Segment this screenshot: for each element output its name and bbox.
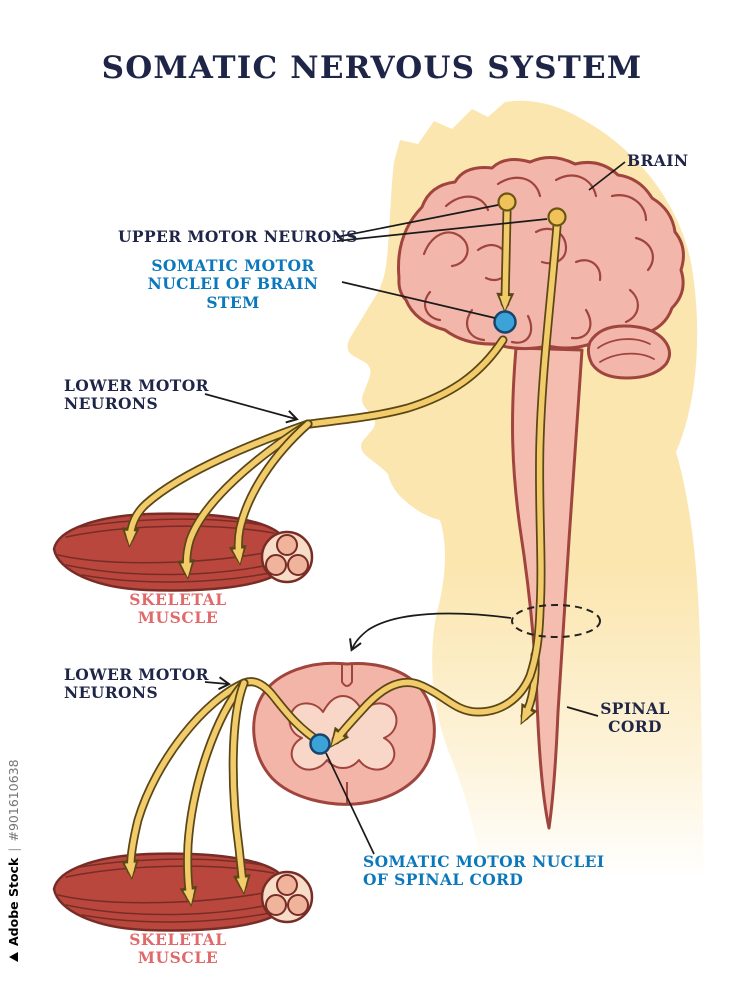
label-spinal-cord: SPINAL CORD xyxy=(600,699,670,737)
spinal-cord-nucleus-dot xyxy=(309,733,331,755)
brain-pointer-line xyxy=(588,161,626,191)
upper-motor-pointer-line-2 xyxy=(336,218,548,242)
spinal-cord-pointer-line xyxy=(566,706,599,717)
watermark: Adobe Stock | #901610638 xyxy=(6,759,21,962)
page-title: SOMATIC NERVOUS SYSTEM xyxy=(101,50,643,86)
brainstem-nuclei-pointer-line xyxy=(341,281,496,319)
cerebellum xyxy=(586,324,671,380)
upper-motor-neuron-soma-1 xyxy=(497,192,517,212)
upper-motor-pointer-line-1 xyxy=(336,204,499,238)
watermark-brand: Adobe Stock xyxy=(6,857,21,946)
watermark-separator: | xyxy=(6,847,21,852)
upper-motor-neuron-soma-2 xyxy=(547,207,567,227)
upper-motor-axon-a xyxy=(505,212,507,303)
skeletal-muscle-lower-illustration xyxy=(52,852,314,932)
spinal-nuclei-pointer-line xyxy=(325,752,375,855)
label-upper-motor-neurons: UPPER MOTOR NEURONS xyxy=(118,227,358,246)
adobe-stock-logo-icon xyxy=(9,952,18,962)
label-skeletal-muscle-lower: SKELETAL MUSCLE xyxy=(129,930,227,968)
label-pointer-lines xyxy=(204,161,626,855)
brain-outline xyxy=(396,156,685,351)
cut-level-arrow xyxy=(349,612,512,652)
label-lower-motor-neurons-lower: LOWER MOTOR NEURONS xyxy=(64,665,209,703)
watermark-asset-id: #901610638 xyxy=(6,759,21,842)
label-somatic-motor-nuclei-spinal-cord: SOMATIC MOTOR NUCLEI OF SPINAL CORD xyxy=(363,852,605,890)
label-skeletal-muscle-upper: SKELETAL MUSCLE xyxy=(129,590,227,628)
lower-motor-lower-pointer-arrow xyxy=(204,676,231,691)
label-somatic-motor-nuclei-brain-stem: SOMATIC MOTOR NUCLEI OF BRAIN STEM xyxy=(147,256,319,312)
brain-stem-nucleus-dot xyxy=(493,310,517,334)
spinal-cord-shape xyxy=(511,346,584,830)
label-lower-motor-neurons-upper: LOWER MOTOR NEURONS xyxy=(64,376,209,414)
cross-section-cut-marker xyxy=(511,604,601,638)
brain-illustration xyxy=(396,156,685,380)
lower-motor-upper-pointer-arrow xyxy=(204,393,299,424)
label-brain: BRAIN xyxy=(627,151,689,170)
